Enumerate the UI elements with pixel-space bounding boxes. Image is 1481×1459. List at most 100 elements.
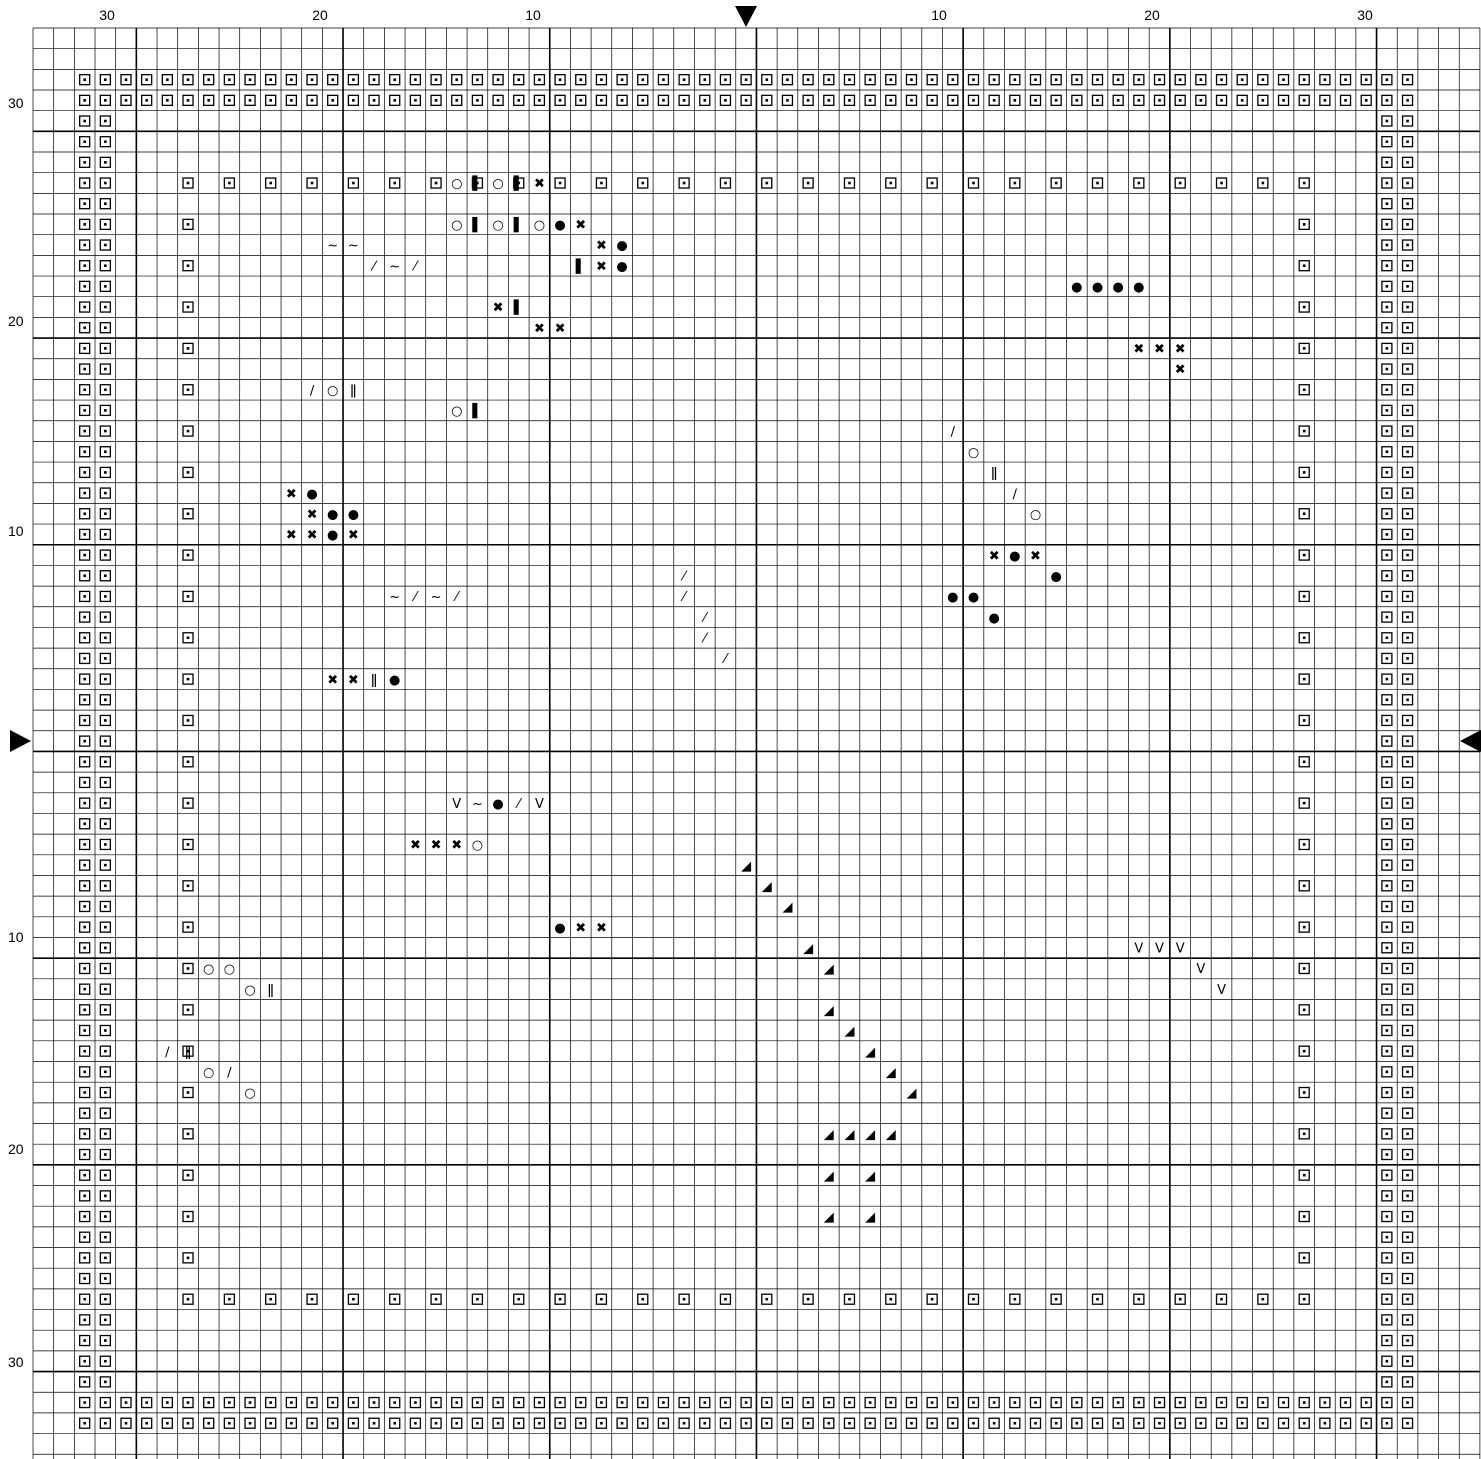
border-stitch-dot: [1386, 595, 1389, 598]
border-stitch-dot: [83, 99, 86, 102]
border-stitch-dot: [683, 1401, 686, 1404]
border-stitch-dot: [104, 967, 107, 970]
border-stitch-dot: [1303, 1009, 1306, 1012]
border-stitch-dot: [848, 99, 851, 102]
filled-circle-symbol: ●: [1133, 280, 1144, 295]
border-stitch-dot: [1406, 781, 1409, 784]
border-stitch-dot: [1406, 1112, 1409, 1115]
border-stitch-dot: [104, 1195, 107, 1198]
border-stitch-dot: [104, 161, 107, 164]
border-stitch-dot: [621, 1401, 624, 1404]
border-stitch-dot: [83, 1401, 86, 1404]
border-stitch-dot: [1406, 140, 1409, 143]
border-stitch-dot: [393, 1422, 396, 1425]
border-stitch-dot: [1282, 1401, 1285, 1404]
border-stitch-dot: [207, 1401, 210, 1404]
border-stitch-dot: [1406, 926, 1409, 929]
border-stitch-dot: [1386, 1257, 1389, 1260]
border-stitch-dot: [166, 1401, 169, 1404]
border-stitch-dot: [269, 99, 272, 102]
border-stitch-dot: [104, 947, 107, 950]
border-stitch-dot: [187, 1174, 190, 1177]
border-stitch-dot: [83, 140, 86, 143]
border-stitch-dot: [125, 1422, 128, 1425]
border-stitch-dot: [1303, 512, 1306, 515]
border-stitch-dot: [1303, 1422, 1306, 1425]
needle-symbol: ⁄: [411, 590, 419, 605]
heavy-x-symbol: ✖: [307, 528, 318, 543]
border-stitch-dot: [972, 1422, 975, 1425]
border-stitch-dot: [1386, 533, 1389, 536]
heavy-x-symbol: ✖: [1154, 342, 1165, 357]
border-stitch-dot: [187, 306, 190, 309]
border-stitch-dot: [1406, 1257, 1409, 1260]
border-stitch-dot: [1386, 1071, 1389, 1074]
top-axis: 30 20 10 10 20 30: [99, 7, 1373, 23]
border-stitch-dot: [1034, 1401, 1037, 1404]
border-stitch-dot: [331, 1401, 334, 1404]
needle-symbol: ⁄: [680, 569, 688, 584]
border-stitch-dot: [476, 78, 479, 81]
border-stitch-dot: [1386, 202, 1389, 205]
triangle-symbol: ◢: [824, 1128, 834, 1143]
heavy-x-symbol: ✖: [410, 838, 421, 853]
border-stitch-dot: [745, 99, 748, 102]
border-stitch-dot: [579, 78, 582, 81]
border-stitch-dot: [848, 1422, 851, 1425]
border-stitch-dot: [1386, 1029, 1389, 1032]
border-stitch-dot: [848, 182, 851, 185]
border-stitch-dot: [600, 1401, 603, 1404]
border-stitch-dot: [890, 1401, 893, 1404]
slash-symbol: ∕: [1013, 487, 1018, 502]
border-stitch-dot: [1406, 1381, 1409, 1384]
border-stitch-dot: [373, 1401, 376, 1404]
border-stitch-dot: [1344, 78, 1347, 81]
border-stitch-dot: [83, 1133, 86, 1136]
border-stitch-dot: [931, 182, 934, 185]
border-stitch-dot: [104, 926, 107, 929]
left-label-30-top: 30: [8, 95, 24, 111]
border-stitch-dot: [538, 1422, 541, 1425]
border-stitch-dot: [83, 512, 86, 515]
border-stitch-dot: [187, 554, 190, 557]
border-stitch-dot: [1386, 1195, 1389, 1198]
top-label-10-right: 10: [931, 7, 947, 23]
border-stitch-dot: [765, 99, 768, 102]
border-stitch-dot: [104, 1422, 107, 1425]
border-stitch-dot: [228, 99, 231, 102]
heavy-x-symbol: ✖: [555, 321, 566, 336]
border-stitch-dot: [187, 885, 190, 888]
border-stitch-dot: [249, 99, 252, 102]
needle-symbol: ⁄: [453, 590, 461, 605]
triangle-symbol: ◢: [886, 1066, 896, 1081]
border-stitch-dot: [765, 78, 768, 81]
border-stitch-dot: [683, 99, 686, 102]
needle-symbol: ⁄: [411, 259, 419, 274]
heavy-x-symbol: ✖: [286, 528, 297, 543]
border-stitch-dot: [641, 78, 644, 81]
border-stitch-dot: [497, 1401, 500, 1404]
border-stitch-dot: [311, 78, 314, 81]
border-stitch-dot: [1303, 1174, 1306, 1177]
border-stitch-dot: [104, 1319, 107, 1322]
double-bar-symbol: ǁ: [991, 466, 997, 481]
border-stitch-dot: [703, 1422, 706, 1425]
center-right-arrow-marker: [1460, 730, 1481, 752]
border-stitch-dot: [83, 1277, 86, 1280]
filled-circle-symbol: ●: [327, 507, 338, 522]
border-stitch-dot: [1386, 1112, 1389, 1115]
border-stitch-dot: [145, 78, 148, 81]
heavy-x-symbol: ✖: [596, 239, 607, 254]
border-stitch-dot: [1406, 347, 1409, 350]
open-circle-symbol: ○: [244, 983, 255, 998]
border-stitch-dot: [455, 1422, 458, 1425]
filled-circle-symbol: ●: [327, 528, 338, 543]
border-stitch-dot: [455, 99, 458, 102]
border-stitch-dot: [1406, 554, 1409, 557]
filled-circle-symbol: ●: [1050, 569, 1061, 584]
border-stitch-dot: [435, 1401, 438, 1404]
border-stitch-dot: [1200, 1401, 1203, 1404]
border-stitch-dot: [187, 347, 190, 350]
border-stitch-dot: [1406, 595, 1409, 598]
border-stitch-dot: [848, 1401, 851, 1404]
